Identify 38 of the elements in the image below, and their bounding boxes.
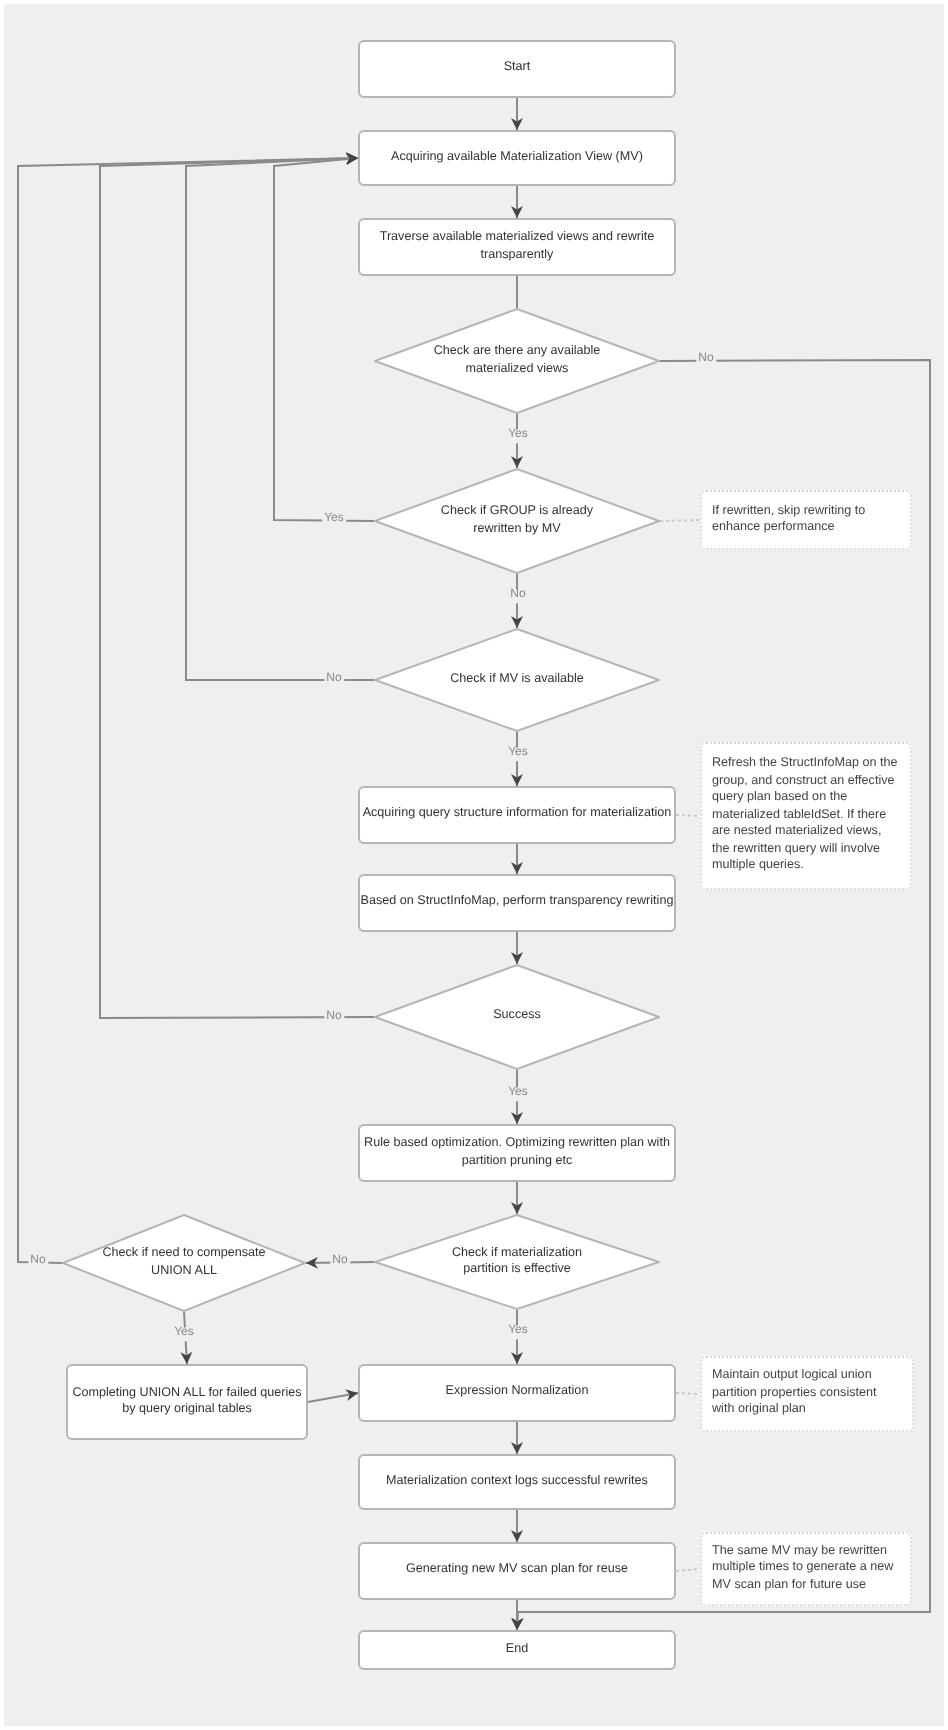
arrow bbox=[511, 97, 523, 131]
process-box bbox=[358, 874, 676, 932]
process-box bbox=[358, 218, 676, 276]
process-box bbox=[66, 1364, 308, 1440]
arrow bbox=[180, 1311, 193, 1365]
arrow bbox=[511, 1421, 523, 1455]
process-box bbox=[358, 1630, 676, 1670]
leader-line bbox=[675, 1568, 701, 1572]
process-box bbox=[358, 130, 676, 186]
arrow bbox=[511, 185, 523, 219]
arrow bbox=[511, 931, 523, 965]
process-box bbox=[358, 1124, 676, 1182]
arrow bbox=[511, 413, 523, 469]
leader-line bbox=[675, 1392, 701, 1395]
arrow bbox=[99, 152, 375, 1019]
process-box bbox=[358, 786, 676, 844]
process-box bbox=[358, 1454, 676, 1510]
arrow bbox=[511, 1181, 523, 1215]
arrow bbox=[307, 1389, 359, 1403]
process-box bbox=[358, 1542, 676, 1600]
note-box bbox=[700, 1532, 912, 1606]
process-box bbox=[358, 1364, 676, 1422]
arrow bbox=[185, 152, 375, 681]
note-box bbox=[700, 490, 912, 550]
arrow bbox=[511, 1599, 523, 1631]
process-box bbox=[358, 40, 676, 98]
leader-line bbox=[675, 814, 701, 817]
arrow bbox=[511, 731, 523, 787]
arrow bbox=[273, 153, 375, 522]
arrow bbox=[511, 359, 931, 1631]
note-box bbox=[700, 742, 912, 890]
arrow bbox=[511, 843, 523, 875]
leader-line bbox=[659, 519, 701, 522]
arrow bbox=[511, 1309, 523, 1365]
arrow bbox=[17, 152, 359, 1264]
note-box bbox=[700, 1356, 914, 1432]
arrow bbox=[511, 1509, 523, 1543]
arrow bbox=[305, 1256, 375, 1269]
